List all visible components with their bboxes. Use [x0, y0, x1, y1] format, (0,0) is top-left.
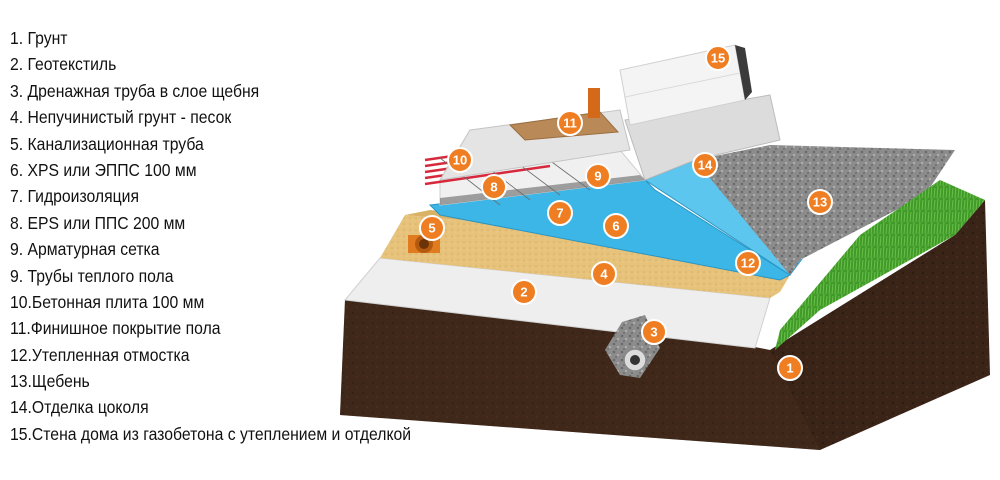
- marker-circle: [547, 200, 573, 226]
- marker-circle: [511, 279, 537, 305]
- marker-label: 13: [813, 195, 827, 210]
- marker-label: 3: [650, 325, 657, 340]
- marker-circle: [585, 163, 611, 189]
- marker-insulated-blind-area: 12: [735, 250, 761, 276]
- marker-rebar-mesh: 9: [585, 163, 611, 189]
- vent-pipe: [588, 88, 600, 118]
- legend-item: 4. Непучинистый грунт - песок: [10, 107, 232, 128]
- soil-layer: [340, 200, 990, 450]
- legend-item: 10.Бетонная плита 100 мм: [10, 291, 205, 312]
- legend-item: 9. Арматурная сетка: [10, 239, 160, 260]
- marker-circle: [641, 319, 667, 345]
- legend-item: 6. XPS или ЭППС 100 мм: [10, 159, 197, 180]
- marker-label: 2: [520, 285, 527, 300]
- marker-drain-pipe: 3: [641, 319, 667, 345]
- marker-circle: [735, 250, 761, 276]
- marker-label: 15: [711, 51, 725, 66]
- legend-item: 8. EPS или ППС 200 мм: [10, 212, 186, 233]
- marker-circle: [603, 213, 629, 239]
- marker-label: 14: [698, 158, 713, 173]
- marker-label: 4: [600, 267, 608, 282]
- legend-item: 13.Щебень: [10, 371, 90, 392]
- marker-eps: 8: [481, 174, 507, 200]
- marker-concrete-slab: 10: [447, 147, 473, 173]
- marker-circle: [419, 215, 445, 241]
- legend-list: 1. Грунт 2. Геотекстиль 3. Дренажная труба…: [10, 25, 530, 447]
- legend-item: 11.Финишное покрытие пола: [10, 318, 221, 339]
- marker-label: 1: [786, 361, 793, 376]
- marker-waterproofing: 7: [547, 200, 573, 226]
- marker-circle: [591, 261, 617, 287]
- marker-circle: [692, 152, 718, 178]
- legend-item: 5. Канализационная труба: [10, 133, 204, 154]
- legend-item: 3. Дренажная труба в слое щебня: [10, 80, 260, 101]
- marker-circle: [777, 355, 803, 381]
- marker-xps: 6: [603, 213, 629, 239]
- grass-strip: [775, 180, 985, 350]
- marker-wall: 15: [705, 45, 731, 71]
- marker-sewer-pipe: 5: [419, 215, 445, 241]
- marker-floor-finish: 11: [557, 110, 583, 136]
- legend-item: 15.Стена дома из газобетона с утеплением…: [10, 423, 412, 444]
- legend-item: 12.Утепленная отмостка: [10, 344, 190, 365]
- sand-layer: [380, 215, 790, 298]
- legend-item: 7. Гидроизоляция: [10, 186, 139, 207]
- marker-label: 6: [612, 219, 619, 234]
- marker-label: 8: [490, 180, 497, 195]
- marker-label: 12: [741, 256, 755, 271]
- marker-circle: [447, 147, 473, 173]
- marker-circle: [481, 174, 507, 200]
- marker-circle: [557, 110, 583, 136]
- marker-label: 5: [428, 221, 435, 236]
- marker-label: 7: [556, 206, 563, 221]
- marker-gravel: 13: [807, 189, 833, 215]
- marker-plinth-finish: 14: [692, 152, 718, 178]
- marker-label: 9: [594, 169, 601, 184]
- legend-item: 9. Трубы теплого пола: [10, 265, 174, 286]
- marker-geotextile: 2: [511, 279, 537, 305]
- marker-label: 10: [453, 153, 467, 168]
- legend-item: 14.Отделка цоколя: [10, 397, 149, 418]
- legend-item: 1. Грунт: [10, 28, 68, 48]
- marker-label: 11: [563, 116, 577, 131]
- marker-circle: [705, 45, 731, 71]
- marker-circle: [807, 189, 833, 215]
- legend-item: 2. Геотекстиль: [10, 54, 117, 75]
- marker-sand: 4: [591, 261, 617, 287]
- marker-soil: 1: [777, 355, 803, 381]
